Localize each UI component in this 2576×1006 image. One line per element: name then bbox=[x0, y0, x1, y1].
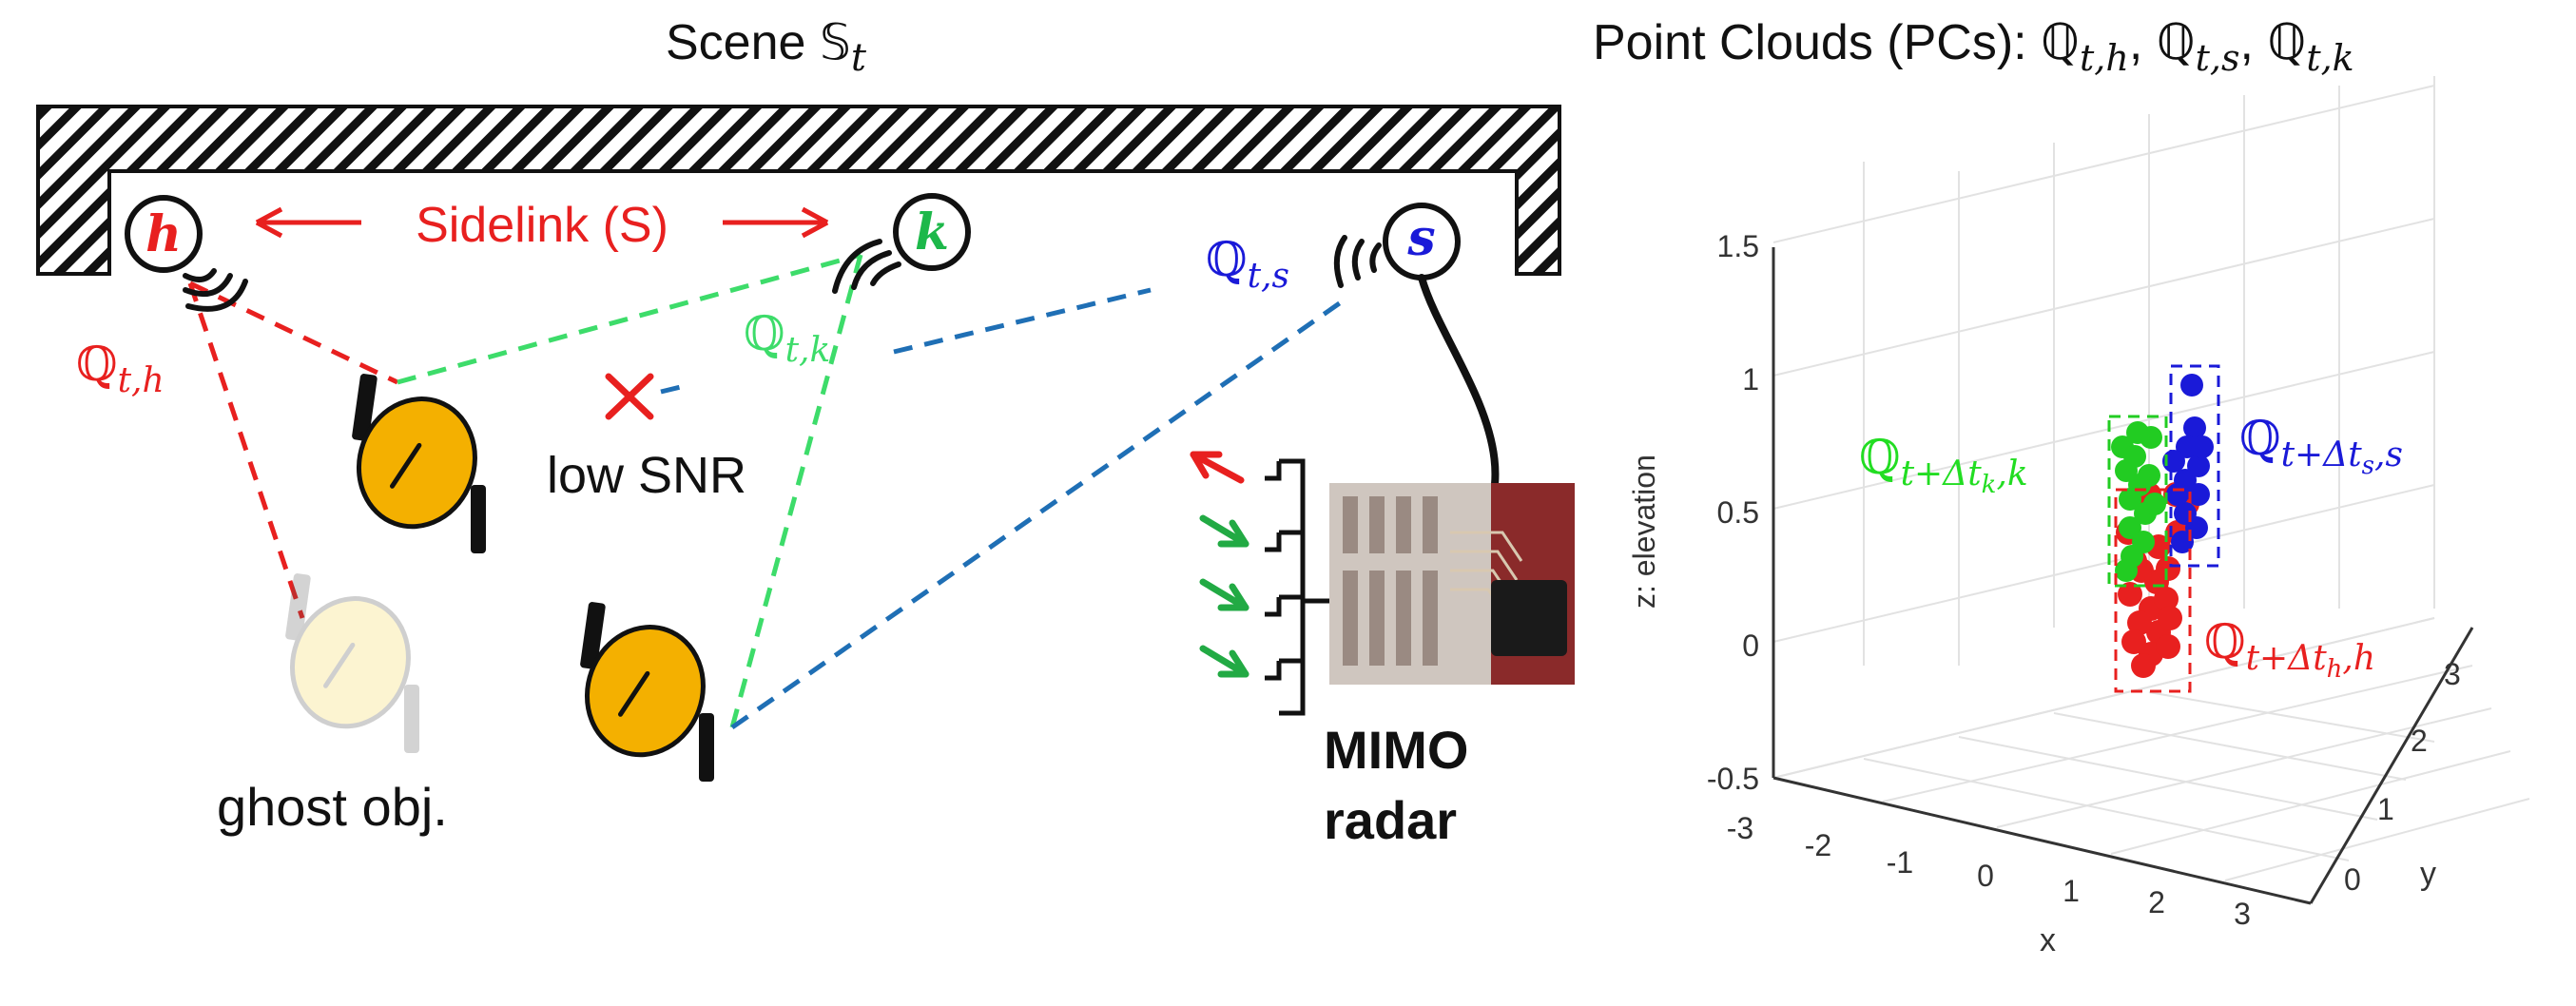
ghost-object-label: ghost obj. bbox=[217, 777, 448, 837]
svg-text:3: 3 bbox=[2234, 897, 2251, 931]
pc-label-h: ℚt,h bbox=[76, 337, 165, 400]
node-s: s bbox=[1383, 203, 1461, 281]
svg-text:1: 1 bbox=[2377, 792, 2394, 826]
svg-text:-0.5: -0.5 bbox=[1707, 762, 1759, 796]
ray-lines bbox=[187, 252, 1343, 730]
radar-label-line1: MIMO bbox=[1324, 720, 1468, 780]
ray-k-to-person2 bbox=[729, 254, 863, 728]
arrow-red-icon bbox=[1190, 451, 1245, 484]
plot-panel: Point Clouds (PCs): ℚt,h, ℚt,s, ℚt,k bbox=[1593, 15, 2530, 958]
cluster-k-label: ℚt+Δtk,k bbox=[1859, 430, 2028, 499]
signal-icon-s bbox=[1369, 242, 1382, 273]
svg-text:0: 0 bbox=[1742, 629, 1759, 663]
svg-text:0: 0 bbox=[1977, 859, 1994, 893]
ray-h-to-person1 bbox=[188, 281, 399, 385]
node-h-label: h bbox=[145, 205, 182, 263]
svg-text:1.5: 1.5 bbox=[1717, 229, 1759, 263]
signal-icon-h2 bbox=[183, 273, 233, 297]
scene-panel: Scene 𝕊t h k s bbox=[36, 15, 1575, 850]
svg-text:2: 2 bbox=[2148, 885, 2165, 919]
y-axis-label: y bbox=[2420, 856, 2436, 892]
svg-text:1: 1 bbox=[1742, 362, 1759, 397]
svg-text:-3: -3 bbox=[1727, 811, 1753, 845]
scene-title-sub: t bbox=[851, 36, 867, 80]
x-axis-line bbox=[1772, 776, 2312, 905]
z-axis-label: z: elevation bbox=[1627, 455, 1661, 609]
svg-text:-1: -1 bbox=[1887, 845, 1913, 880]
svg-text:0: 0 bbox=[2344, 862, 2361, 897]
node-h: h bbox=[125, 195, 203, 273]
ray-k-blocked bbox=[893, 287, 1152, 355]
arrow-green-icon-3 bbox=[1199, 645, 1249, 678]
svg-text:0.5: 0.5 bbox=[1717, 495, 1759, 530]
arrow-green-icon-1 bbox=[1199, 514, 1249, 548]
signal-icon-k bbox=[870, 261, 901, 286]
x-ticks: -3 -2 -1 0 1 2 3 bbox=[1727, 811, 2251, 931]
signal-icon-s3 bbox=[1333, 235, 1347, 288]
cluster-s-box bbox=[2169, 364, 2220, 568]
signal-icon-h bbox=[183, 268, 217, 282]
cluster-s-label: ℚt+Δts,s bbox=[2239, 411, 2403, 480]
cluster-k-box bbox=[2107, 415, 2168, 588]
z-ticks: 1.5 1 0.5 0 -0.5 bbox=[1707, 229, 1759, 796]
pc-label-s: ℚt,s bbox=[1206, 232, 1289, 296]
svg-text:1: 1 bbox=[2063, 874, 2080, 908]
ray-k-to-person1 bbox=[397, 252, 862, 385]
node-k: k bbox=[893, 193, 971, 271]
sidelink-label: Sidelink (S) bbox=[416, 198, 668, 253]
sidelink: Sidelink (S) bbox=[255, 198, 829, 253]
node-s-label: s bbox=[1406, 209, 1435, 267]
signal-icon-h3 bbox=[185, 279, 248, 312]
scene-title: Scene 𝕊t bbox=[666, 15, 867, 80]
pc-label-k: ℚt,k bbox=[744, 306, 830, 370]
low-snr-label: low SNR bbox=[547, 447, 746, 504]
plot-title: Point Clouds (PCs): ℚt,h, ℚt,s, ℚt,k bbox=[1593, 15, 2354, 79]
person-icon-1 bbox=[352, 374, 486, 553]
ray-lowsnr-stub bbox=[660, 383, 686, 395]
arrow-green-icon-2 bbox=[1199, 578, 1249, 611]
blocked-cross-icon bbox=[605, 373, 654, 420]
x-axis-label: x bbox=[2040, 922, 2056, 958]
signal-icon-k2 bbox=[851, 250, 892, 290]
ray-h-to-ghost bbox=[187, 282, 305, 619]
radar-board-image bbox=[1329, 483, 1575, 685]
radar-beam-arrows bbox=[1190, 451, 1249, 678]
ghost-person-icon bbox=[285, 573, 419, 753]
radar-label-line2: radar bbox=[1324, 790, 1457, 850]
signal-icon-s2 bbox=[1351, 239, 1365, 281]
node-k-label: k bbox=[915, 203, 949, 261]
y-axis-line bbox=[2309, 627, 2474, 904]
wall-hatched bbox=[36, 105, 1561, 276]
svg-text:2: 2 bbox=[2411, 724, 2428, 758]
y-ticks: 0 1 2 3 bbox=[2344, 657, 2461, 897]
signal-icon-k3 bbox=[832, 239, 882, 294]
svg-text:3: 3 bbox=[2444, 657, 2461, 691]
svg-text:-2: -2 bbox=[1805, 828, 1831, 862]
cluster-h-box bbox=[2114, 488, 2192, 693]
cluster-h-label: ℚt+Δth,h bbox=[2204, 614, 2375, 684]
signal-arcs bbox=[183, 235, 1382, 312]
cluster-k-points bbox=[2111, 421, 2166, 582]
person-icon-2 bbox=[580, 602, 714, 782]
plot-axes bbox=[1772, 247, 2474, 905]
